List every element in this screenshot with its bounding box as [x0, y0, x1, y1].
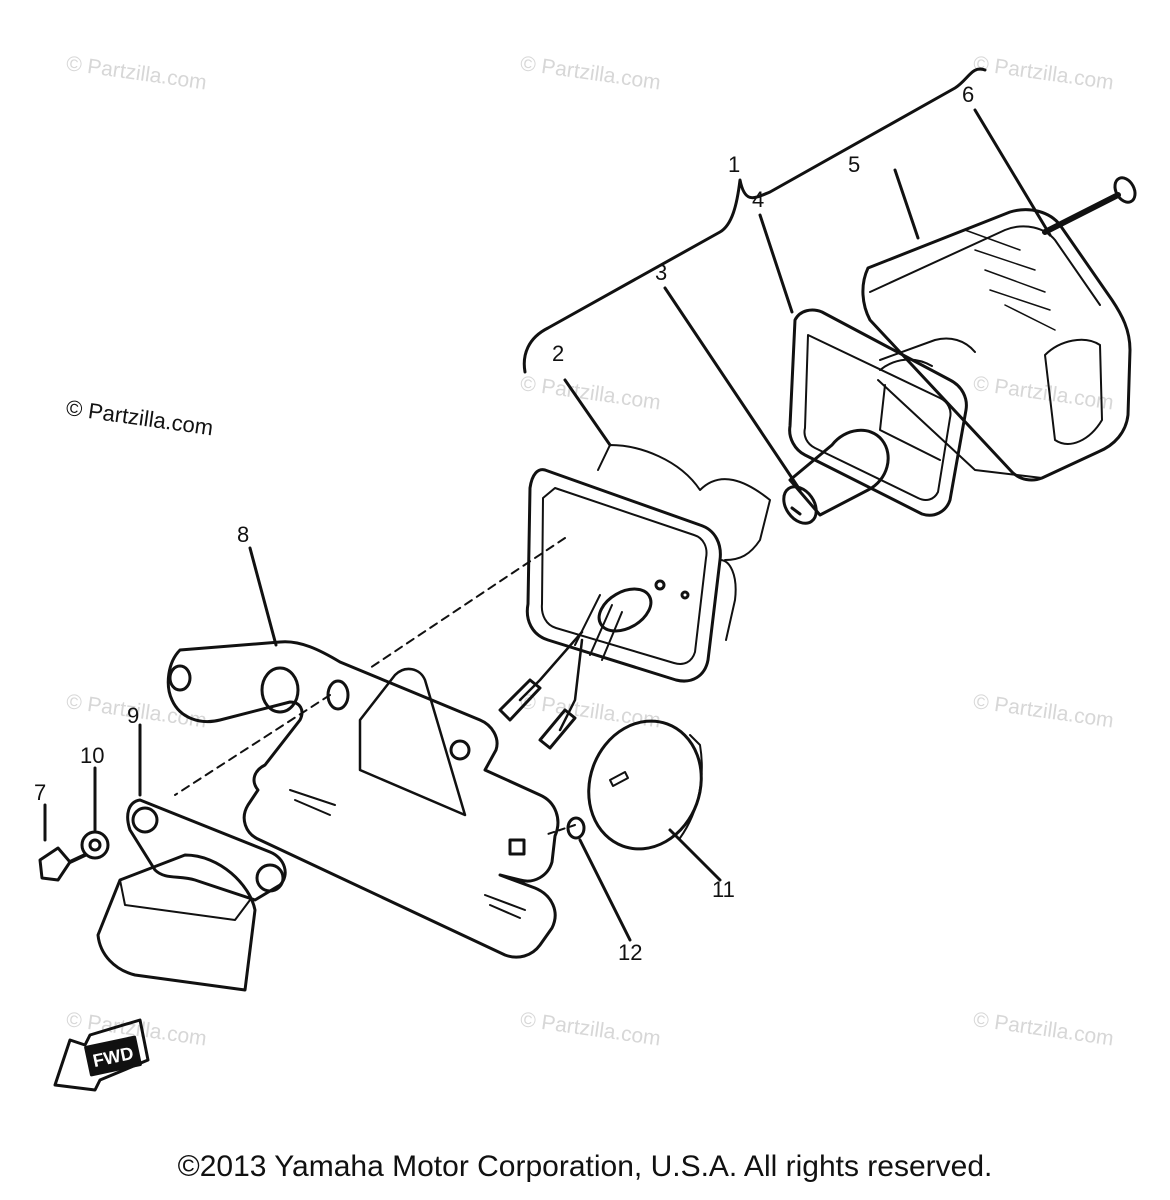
screw-part-6 [1042, 176, 1137, 235]
callout-9: 9 [127, 703, 139, 728]
callout-11: 11 [712, 877, 735, 902]
callout-2: 2 [552, 341, 564, 366]
reflector-part-11 [587, 719, 703, 851]
assembly-bracket [522, 67, 987, 374]
copyright-notice: ©2013 Yamaha Motor Corporation, U.S.A. A… [177, 1150, 993, 1183]
bracket-part-8 [166, 640, 560, 959]
washer-part-10 [80, 830, 110, 860]
bolt-part-7 [38, 846, 87, 882]
callout-5: 5 [848, 152, 860, 177]
callout-10: 10 [80, 743, 104, 768]
lens-part-5 [861, 208, 1132, 482]
nut-part-12 [566, 816, 586, 840]
callout-1: 1 [728, 152, 740, 177]
callout-7: 7 [34, 780, 46, 805]
base-part-2 [525, 444, 771, 683]
bulb-part-3 [782, 428, 890, 525]
fwd-arrow-icon [53, 1018, 150, 1092]
license-light-part-9 [96, 798, 287, 992]
callout-4: 4 [752, 187, 764, 212]
gasket-part-4 [788, 308, 968, 517]
callout-8: 8 [237, 522, 249, 547]
callout-3: 3 [655, 260, 667, 285]
callout-6: 6 [962, 82, 974, 107]
wire-terminals [498, 630, 584, 750]
callout-12: 12 [618, 940, 642, 965]
